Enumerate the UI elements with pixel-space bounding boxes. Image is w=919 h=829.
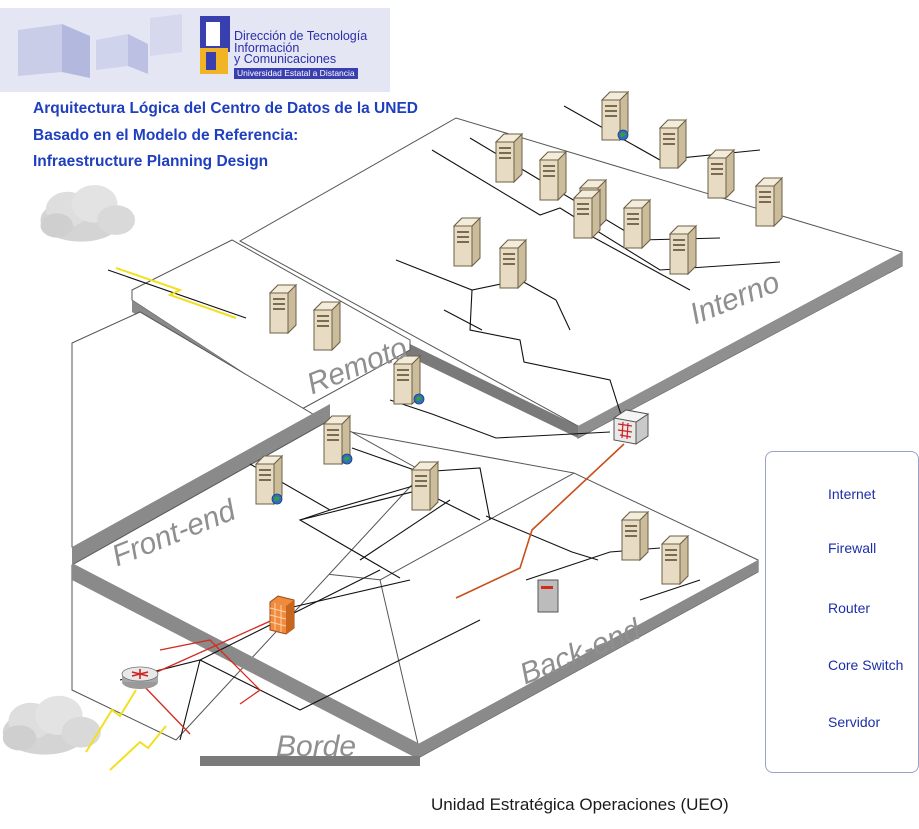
- server-icon: [499, 239, 527, 289]
- storage-icon: [537, 579, 559, 613]
- zone-borde-platform: [71, 419, 421, 766]
- firewall-icon: [269, 595, 295, 635]
- internet-cloud-top: [40, 184, 135, 242]
- core-switch-icon: [613, 409, 649, 445]
- globe-icon: [617, 129, 629, 141]
- logo-line1: Dirección de Tecnología: [234, 29, 368, 43]
- logo-subtitle: Universidad Estatal a Distancia: [234, 67, 358, 79]
- logo-text: Dirección de Tecnología Información y Co…: [234, 29, 368, 79]
- header-decorative-cubes: [18, 14, 182, 78]
- server-icon: [661, 535, 689, 585]
- server-icon: [621, 511, 649, 561]
- borde-red-links: [139, 613, 287, 735]
- server-icon: [453, 217, 481, 267]
- globe-icon: [413, 393, 425, 405]
- server-icon: [755, 177, 783, 227]
- globe-icon: [341, 453, 353, 465]
- lightning-icon: [109, 725, 167, 771]
- legend-label-core-switch: Core Switch: [828, 657, 904, 673]
- server-icon: [539, 151, 567, 201]
- legend-label-router: Router: [828, 600, 871, 616]
- server-icon: [411, 461, 439, 511]
- server-icon: [573, 189, 601, 239]
- router-icon: [121, 666, 159, 690]
- legend-label-firewall: Firewall: [828, 540, 877, 556]
- globe-icon: [271, 493, 283, 505]
- title-line2: Basado en el Modelo de Referencia:: [33, 126, 299, 144]
- logo-line2: Información: [234, 40, 300, 55]
- title-line1: Arquitectura Lógica del Centro de Datos …: [33, 100, 418, 117]
- lightning-icon: [85, 689, 137, 753]
- legend: Internet Firewall Router Core Switch Ser…: [765, 451, 919, 773]
- logo-line3: y Comunicaciones: [234, 52, 337, 66]
- server-icon: [707, 149, 735, 199]
- server-icon: [669, 225, 697, 275]
- core-uplink: [455, 443, 625, 599]
- diagram-title: Arquitectura Lógica del Centro de Datos …: [33, 96, 418, 176]
- server-icon: [623, 199, 651, 249]
- zone-label-borde: Borde: [276, 730, 357, 763]
- server-icon: [659, 119, 687, 169]
- server-icon: [495, 133, 523, 183]
- title-line3: Infraestructure Planning Design: [33, 153, 269, 170]
- legend-label-servidor: Servidor: [828, 714, 881, 730]
- internet-cloud-bottom: [2, 695, 101, 755]
- server-icon: [269, 284, 297, 334]
- dtic-logo: [200, 16, 230, 74]
- legend-label-internet: Internet: [828, 486, 876, 502]
- lightning-icon: [115, 267, 237, 319]
- server-icon: [313, 301, 341, 351]
- footer-caption: Unidad Estratégica Operaciones (UEO): [431, 795, 729, 814]
